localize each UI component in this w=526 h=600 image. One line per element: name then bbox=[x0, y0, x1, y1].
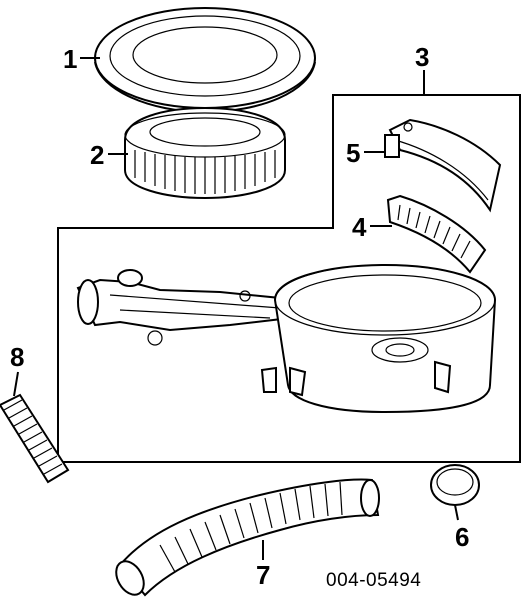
callout-7: 7 bbox=[256, 560, 270, 590]
callout-3: 3 bbox=[415, 42, 429, 72]
diagram-code: 004-05494 bbox=[326, 570, 421, 591]
part-8-hose bbox=[0, 393, 70, 484]
part-2-filter bbox=[124, 106, 286, 200]
part-6-grommet bbox=[430, 464, 480, 506]
callout-6: 6 bbox=[455, 522, 469, 552]
callout-8: 8 bbox=[10, 342, 24, 372]
part-3-housing bbox=[76, 263, 497, 414]
callout-2: 2 bbox=[90, 140, 104, 170]
callout-5: 5 bbox=[346, 138, 360, 168]
callout-4: 4 bbox=[352, 212, 367, 242]
callout-1: 1 bbox=[63, 44, 77, 74]
part-7-duct bbox=[115, 478, 380, 597]
part-4-grille bbox=[386, 194, 487, 274]
leader-lines bbox=[13, 57, 459, 560]
part-5-bracket bbox=[384, 118, 502, 213]
part-1-lid bbox=[94, 7, 316, 114]
